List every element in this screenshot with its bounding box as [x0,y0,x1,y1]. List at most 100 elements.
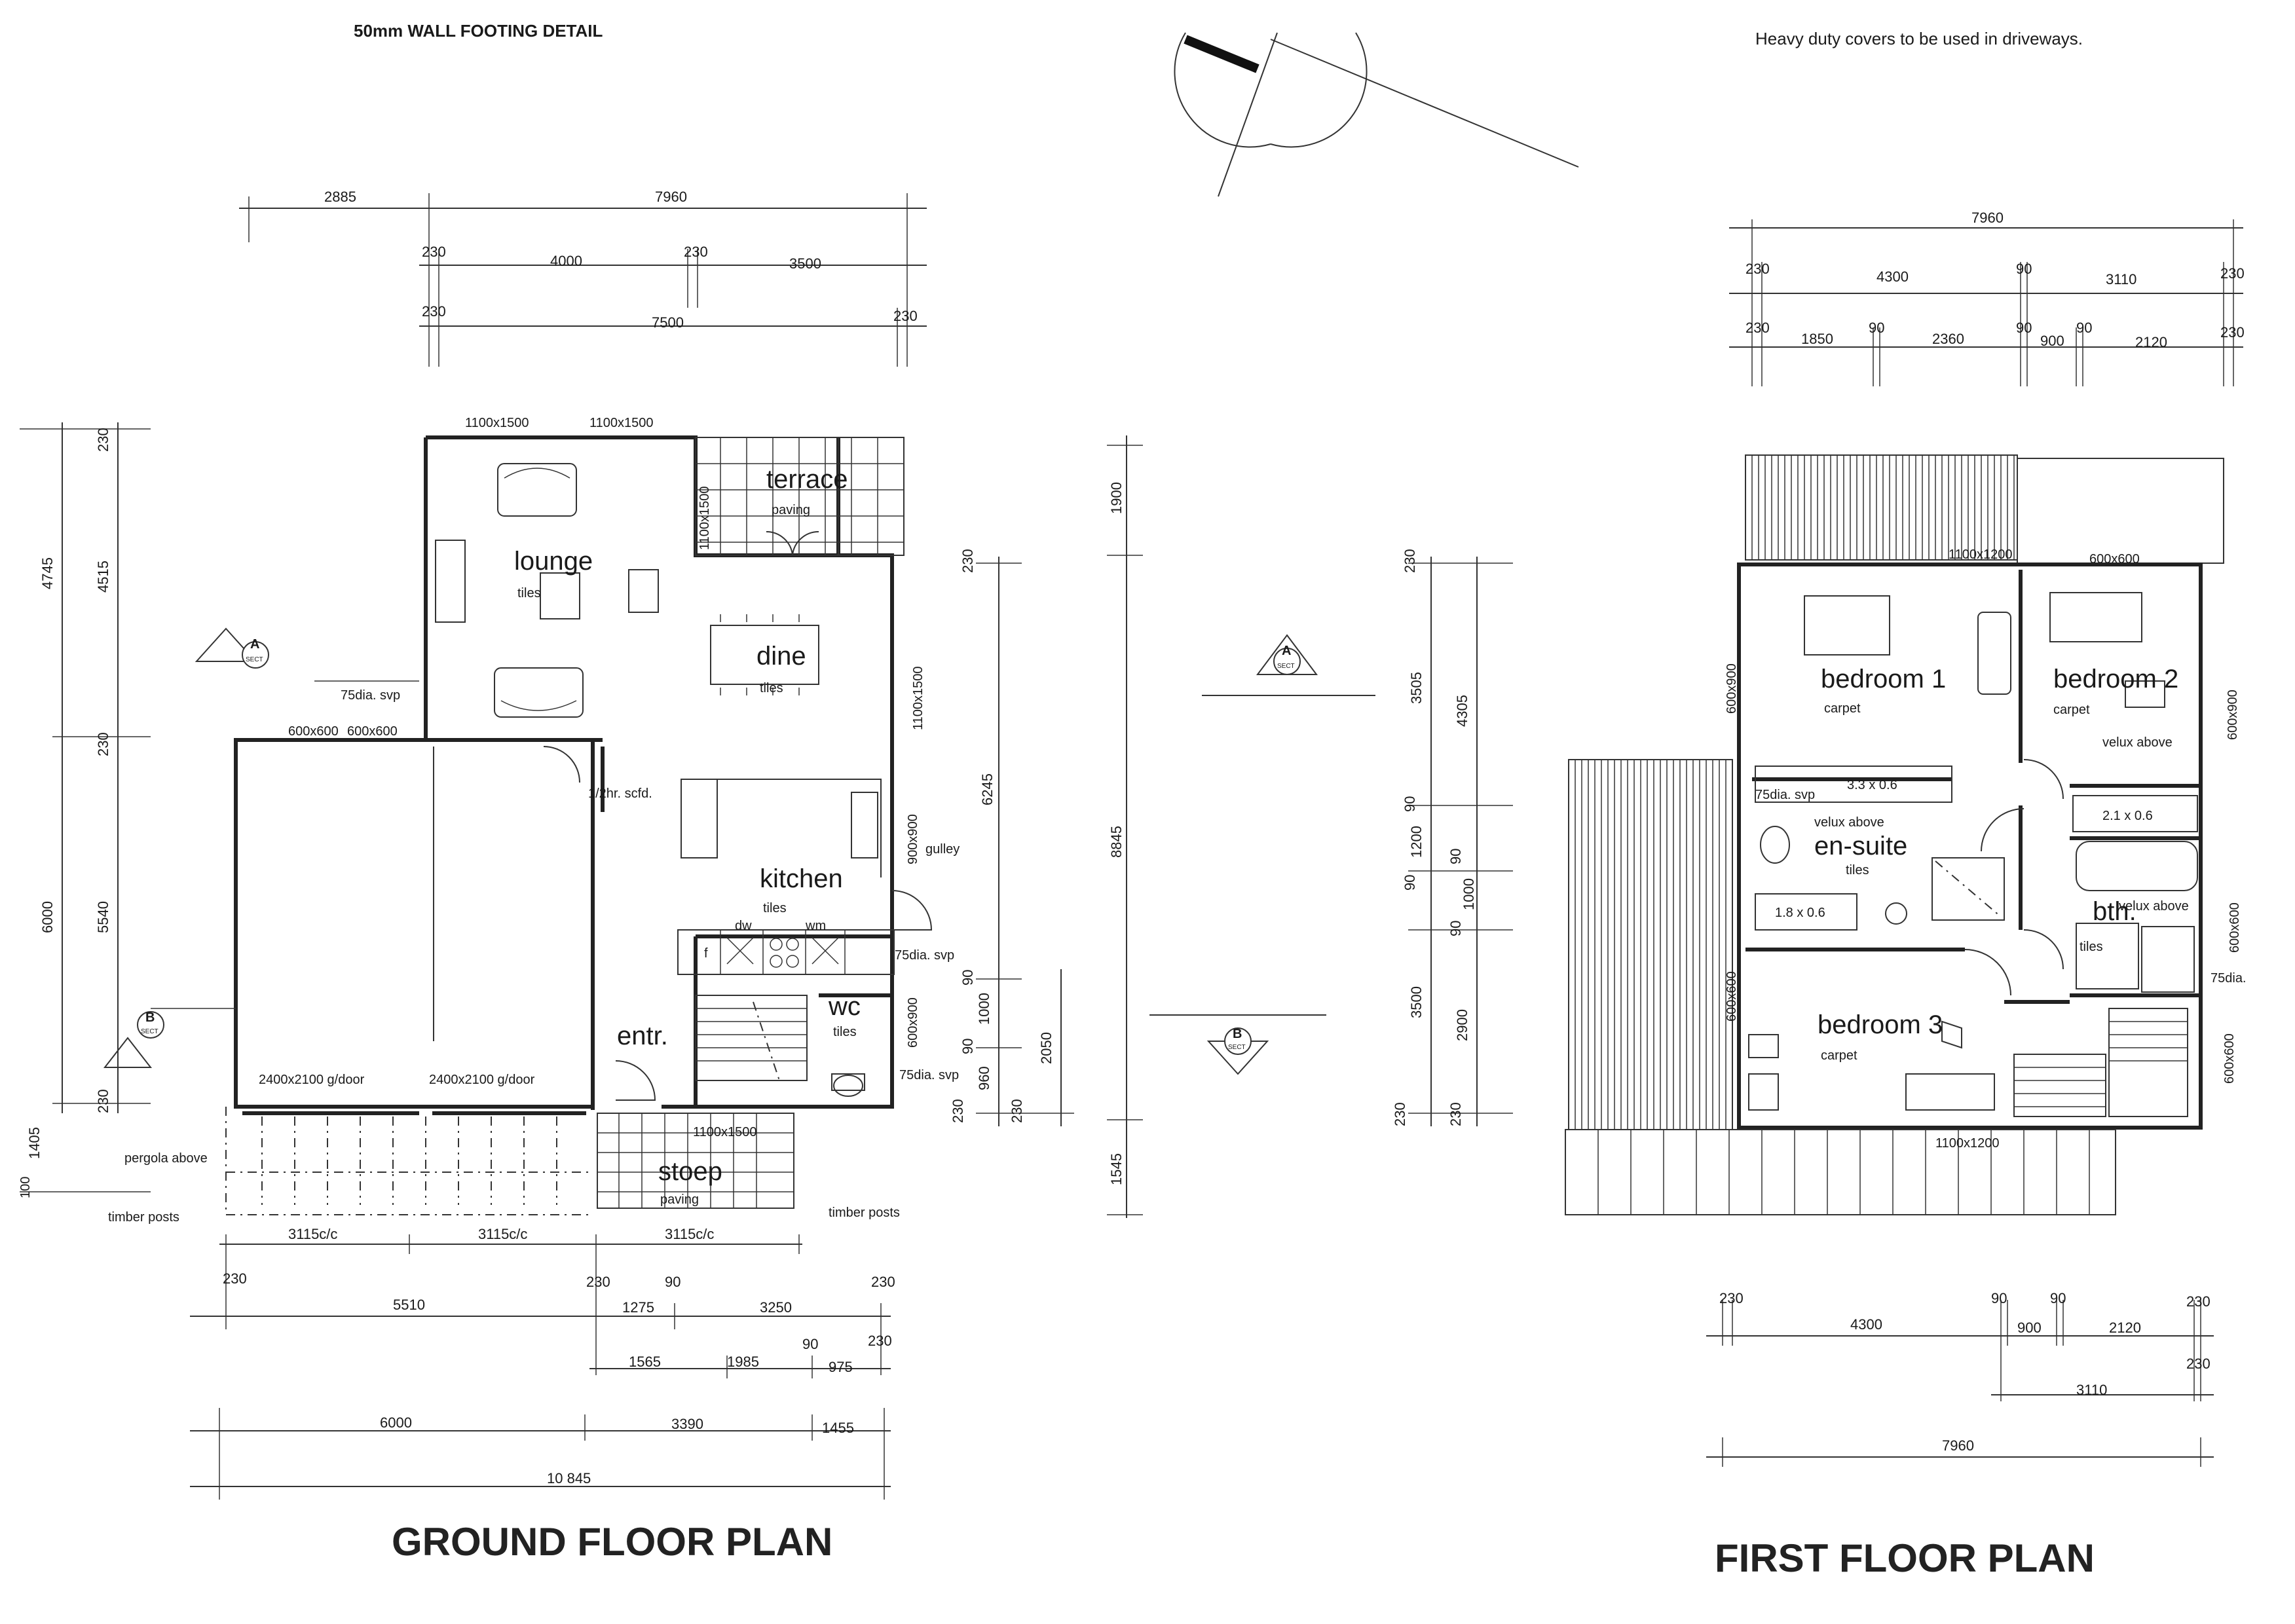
ground-floor-walls [234,435,894,1110]
dim-230c: 230 [422,303,446,320]
ff-dim-left-90: 90 [1402,796,1418,812]
dim-230: 230 [422,244,446,260]
first-room-labels: bedroom 1 carpet bedroom 2 carpet en-sui… [1814,665,2178,1063]
dim-7960: 7960 [655,189,687,205]
ff-dim-left-230: 230 [1402,549,1418,573]
garage-doors [242,747,586,1115]
room-wc-finish: tiles [833,1025,857,1039]
dim-230-bottom-b: 230 [586,1274,610,1290]
cupboard-2: 2.1 x 0.6 [2102,809,2153,823]
room-bedroom-3-finish: carpet [1821,1048,1857,1063]
ff-dim-2120: 2120 [2135,334,2167,350]
room-dine-finish: tiles [760,681,783,695]
dim-230-right-c: 230 [1009,1099,1025,1123]
room-bedroom-1-finish: carpet [1824,701,1861,716]
ground-stairs [695,995,808,1081]
room-terrace-finish: paving [772,503,810,517]
note-timber-posts-1: timber posts [108,1210,179,1225]
dim-10845: 10 845 [547,1470,591,1486]
window-lounge-2: 1100x1500 [589,416,654,430]
dim-230-right-b: 230 [950,1099,966,1123]
dim-5540: 5540 [95,901,111,933]
note-svp-1: 75dia. svp [341,688,400,703]
window-wc: 600x900 [906,997,920,1048]
first-floor-balcony [1565,1129,2116,1215]
dim-230-bottom-d: 230 [868,1333,892,1349]
north-point-symbol [1174,32,1579,197]
note-fridge: f [704,946,708,961]
dim-1985: 1985 [727,1354,759,1370]
ground-right-dimensions: 230 6245 1900 8845 90 1000 90 960 2050 2… [950,435,1143,1218]
dim-1455: 1455 [822,1420,854,1436]
ff-dim-2900: 2900 [1454,1009,1470,1041]
ff-bottom-230-b: 230 [2186,1293,2211,1310]
dim-5510: 5510 [393,1297,425,1313]
cupboard-1: 3.3 x 0.6 [1847,778,1897,792]
dim-3115cc-2: 3115c/c [478,1226,527,1242]
ff-bottom-90: 90 [1991,1290,2007,1306]
dim-100: 100 [18,1177,33,1198]
note-garage-door-2: 2400x2100 g/door [429,1073,535,1087]
dim-230-left-b: 230 [95,732,111,756]
room-lounge-finish: tiles [517,586,541,600]
dim-6245: 6245 [979,773,996,805]
ff-dim-1850: 1850 [1801,331,1833,347]
ground-bottom-dimensions: 3115c/c 3115c/c 3115c/c 230 5510 230 127… [190,1226,895,1500]
note-garage-door-1: 2400x2100 g/door [259,1073,365,1087]
window-lounge-1: 1100x1500 [465,416,529,430]
dim-3250: 3250 [760,1299,792,1316]
dim-1000-right: 1000 [976,993,992,1025]
ground-annotations: 1100x1500 1100x1500 1100x1500 600x600 60… [108,416,960,1225]
ff-bottom-900: 900 [2017,1320,2042,1336]
note-scfd: 1/2hr. scfd. [588,786,652,801]
ff-window-stair: 600x600 [2222,1033,2237,1084]
ground-doors [543,530,933,1101]
dim-1405: 1405 [26,1127,43,1159]
velux-bath: velux above [2119,899,2189,913]
first-top-dimensions: 7960 230 4300 90 3110 230 230 1850 90 23… [1729,210,2245,386]
dim-4000: 4000 [550,253,582,269]
dim-2050: 2050 [1038,1032,1054,1064]
ground-floor-title: GROUND FLOOR PLAN [392,1520,832,1564]
dim-230-left-c: 230 [95,1089,111,1113]
dim-230-bottom: 230 [223,1270,247,1287]
ff-bottom-3110: 3110 [2076,1382,2107,1398]
note-pergola: pergola above [124,1151,208,1166]
section-marker-a-center: A SECT [1202,634,1375,696]
section-marker-b-left: B SECT [103,1010,164,1068]
dim-8845: 8845 [1108,826,1125,858]
ff-dim-left-90-b: 90 [1447,849,1464,864]
section-a-letter: A [250,637,259,652]
window-garage-1: 600x600 [288,724,339,739]
dim-4515: 4515 [95,561,111,593]
dim-230d: 230 [893,308,918,324]
ground-top-dimensions: 2885 7960 230 4000 230 3500 230 7500 230 [239,189,927,367]
ff-dim-90-c: 90 [2016,320,2032,336]
ff-window-bed3-bottom: 1100x1200 [1935,1136,2000,1151]
ff-window-bed2-side: 600x900 [2226,690,2240,740]
dim-6000-bottom: 6000 [380,1414,412,1431]
note-timber-posts-2: timber posts [829,1206,900,1220]
room-stoep: stoep [658,1157,722,1186]
ff-svp-1: 75dia. svp [1755,788,1815,802]
ff-dim-left-90-c: 90 [1402,875,1418,891]
first-floor-fixtures [1748,592,2198,1117]
ff-dim-left-90-d: 90 [1447,921,1464,936]
section-a-sect: SECT [246,656,263,663]
first-left-dimensions: 230 3505 4305 90 1200 90 90 1000 90 3500… [1392,549,1513,1126]
room-wc: wc [828,992,861,1021]
ff-dim-4305: 4305 [1454,695,1470,727]
room-dine: dine [756,642,806,671]
room-bedroom-2-finish: carpet [2053,703,2090,717]
ff-bottom-230-c: 230 [2186,1356,2211,1372]
section-b-center-sect: SECT [1228,1044,1246,1051]
ff-dim-4300: 4300 [1876,268,1909,285]
pergola-outline [225,1107,589,1215]
cut-off-heading: 50mm WALL FOOTING DETAIL [354,21,603,41]
ff-bottom-90-b: 90 [2050,1290,2066,1306]
velux-ensuite: velux above [1814,815,1884,830]
first-floor-doors [1964,759,2064,996]
note-svp-3: 75dia. svp [899,1068,959,1082]
window-garage-2: 600x600 [347,724,398,739]
